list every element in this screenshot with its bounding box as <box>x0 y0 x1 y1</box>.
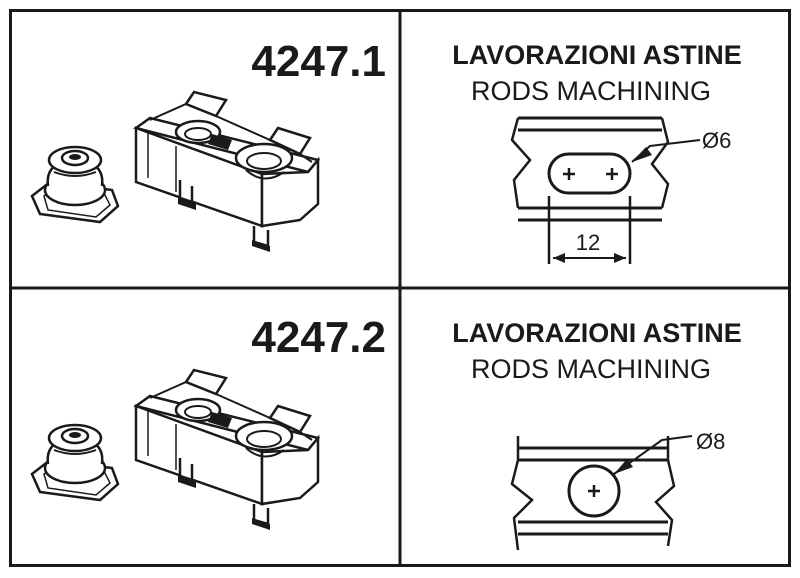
slot-length-label: 12 <box>576 230 600 255</box>
heading-it: LAVORAZIONI ASTINE <box>452 40 742 70</box>
hole-diameter-label: Ø6 <box>702 128 731 153</box>
hole-diameter-label: Ø8 <box>696 429 725 454</box>
heading-it: LAVORAZIONI ASTINE <box>452 318 742 348</box>
heading-en: RODS MACHINING <box>471 76 711 106</box>
grid-frame <box>9 9 791 567</box>
product-code: 4247.2 <box>251 313 386 362</box>
product-cell-4247-1: 4247.1 <box>30 37 386 254</box>
heading-en: RODS MACHINING <box>471 354 711 384</box>
product-cell-4247-2: 4247.2 <box>30 313 386 532</box>
machining-cell-4247-1: LAVORAZIONI ASTINE RODS MACHINING Ø6 12 <box>452 40 742 266</box>
machining-cell-4247-2: LAVORAZIONI ASTINE RODS MACHINING Ø8 <box>452 318 742 552</box>
product-code: 4247.1 <box>251 37 386 86</box>
